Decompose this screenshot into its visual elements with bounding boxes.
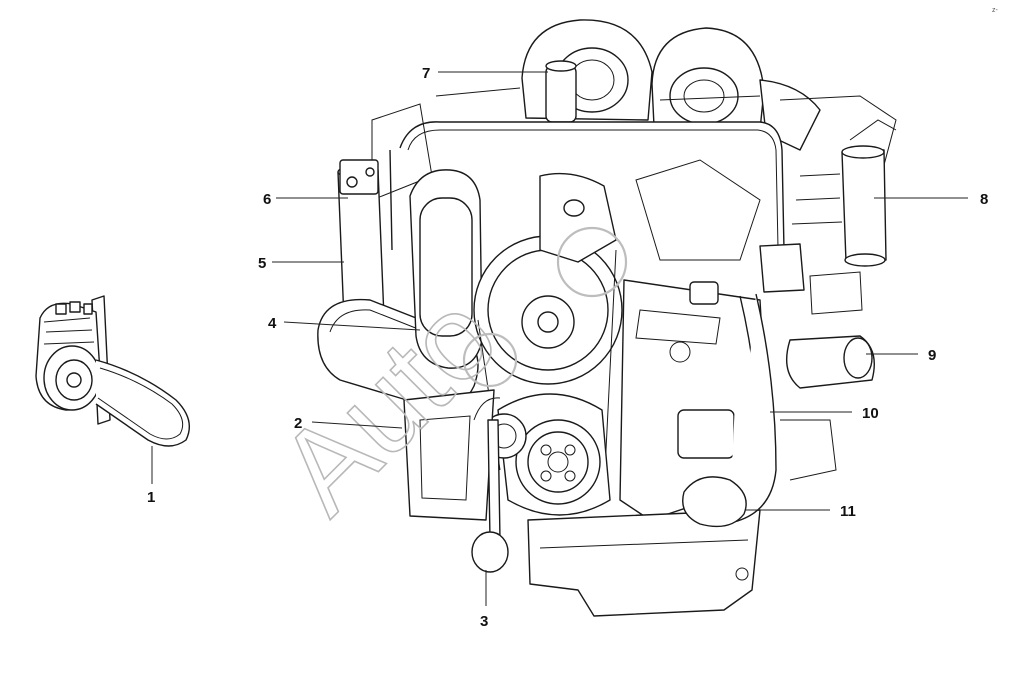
callout-labels: 1 2 3 4 5 6 7 8 9 10 11	[147, 65, 988, 630]
callout-label-9: 9	[928, 347, 936, 364]
callout-label-5: 5	[258, 255, 266, 272]
leader-2	[311, 421, 403, 429]
callout-label-3: 3	[480, 613, 488, 630]
callout-label-6: 6	[263, 191, 271, 208]
callout-label-2: 2	[294, 415, 302, 432]
alternator-assembly	[35, 295, 190, 447]
callout-label-11: 11	[840, 503, 856, 520]
callout-label-7: 7	[422, 65, 430, 82]
corner-mark: z-	[992, 7, 999, 14]
engine-assembly	[317, 19, 897, 617]
leader-4	[283, 321, 421, 331]
callout-label-10: 10	[862, 405, 879, 422]
leader-lines	[151, 71, 968, 606]
callout-label-8: 8	[980, 191, 988, 208]
callout-label-4: 4	[268, 315, 277, 332]
callout-label-1: 1	[147, 489, 155, 506]
